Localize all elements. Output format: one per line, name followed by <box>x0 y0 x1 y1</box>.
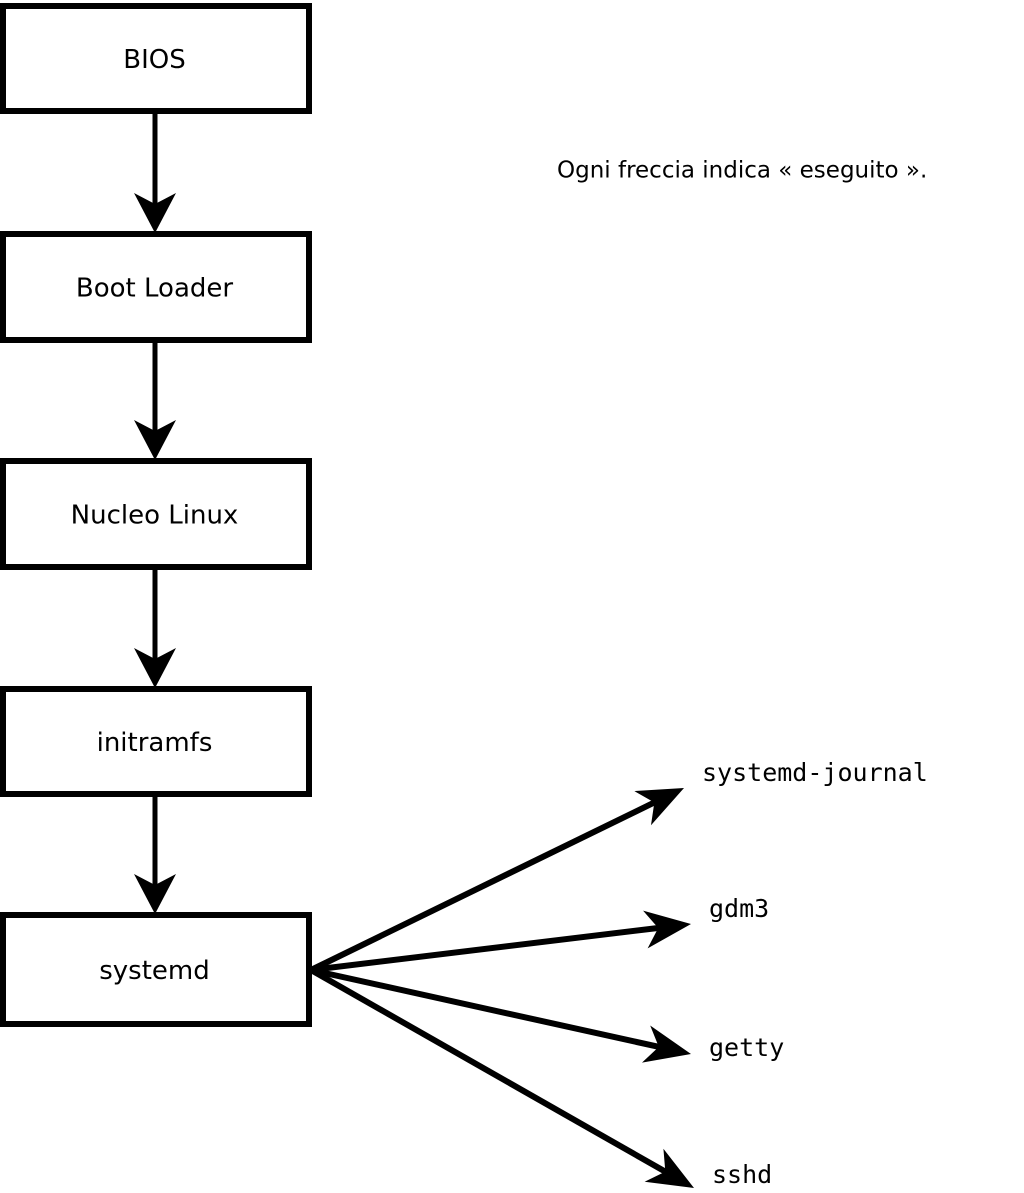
box-bios-label: BIOS <box>123 45 185 75</box>
arrow-head-initramfs-to-systemd <box>134 874 176 914</box>
box-initramfs-label: initramfs <box>97 728 213 758</box>
service-line-getty <box>310 967 664 1051</box>
arrow-head-kernel-to-initramfs <box>134 648 176 688</box>
box-kernel-rect <box>0 458 312 570</box>
box-bootloader-rect <box>0 231 312 343</box>
box-bootloader-label: Boot Loader <box>76 274 233 304</box>
service-line-gdm3 <box>310 924 663 973</box>
box-initramfs-rect <box>0 686 312 797</box>
vertical-arrow-group <box>134 114 176 914</box>
service-label-systemd-journal: systemd-journal <box>702 758 928 787</box>
box-systemd-rect <box>0 912 312 1027</box>
legend-note: Ogni freccia indica « eseguito ». <box>557 158 927 184</box>
box-bootloader[interactable]: Boot Loader <box>0 231 312 343</box>
box-bios-rect <box>0 3 312 114</box>
arrow-head-gdm3 <box>643 910 691 949</box>
arrow-head-sshd <box>644 1148 694 1188</box>
box-systemd[interactable]: systemd <box>0 912 312 1027</box>
service-label-gdm3: gdm3 <box>709 894 769 923</box>
box-kernel-label: Nucleo Linux <box>71 501 239 531</box>
arrow-head-bios-to-bootloader <box>134 193 176 233</box>
service-label-sshd: sshd <box>712 1160 772 1189</box>
box-kernel[interactable]: Nucleo Linux <box>0 458 312 570</box>
service-line-systemd-journal <box>309 798 660 973</box>
box-bios[interactable]: BIOS <box>0 3 312 114</box>
service-label-getty: getty <box>709 1033 784 1062</box>
arrow-head-bootloader-to-kernel <box>134 420 176 460</box>
arrow-head-getty <box>641 1025 691 1063</box>
service-arrow-group <box>309 788 694 1188</box>
box-systemd-label: systemd <box>99 956 210 986</box>
service-line-sshd <box>309 967 671 1177</box>
box-initramfs[interactable]: initramfs <box>0 686 312 797</box>
arrow-head-systemd-journal <box>634 788 684 826</box>
